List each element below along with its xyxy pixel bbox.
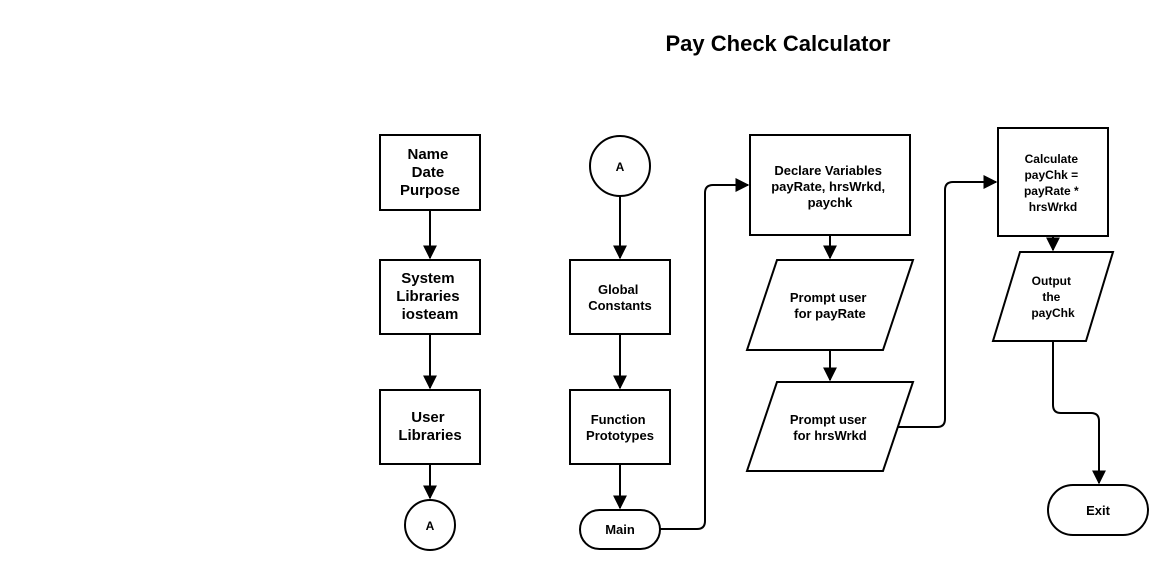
user-libraries-node: User Libraries <box>379 389 481 465</box>
user-libraries-line-2: Libraries <box>398 427 461 444</box>
svg-text:Calculate payChk =: Calculate payChk = payRate * hrsWrkd <box>1024 152 1082 214</box>
svg-text:Global Constants: Global Constants <box>588 282 652 313</box>
calculate-line-2: payChk = <box>1024 168 1078 182</box>
edge-hrswrkd-to-calculate <box>898 175 998 428</box>
system-libraries-line-1: System <box>401 270 454 287</box>
svg-text:Declare Variables payRat: Declare Variables payRate, hrsWrkd, payc… <box>771 163 889 210</box>
prompt-hrswrkd-node: Prompt user for hrsWrkd <box>745 381 915 472</box>
prompt-payrate-line-1: Prompt user <box>790 290 867 305</box>
calculate-line-3: payRate * <box>1024 184 1079 198</box>
output-line-3: payChk <box>1031 306 1075 320</box>
function-prototypes-line-2: Prototypes <box>586 428 654 443</box>
exit-terminal: Exit <box>1047 484 1149 536</box>
system-libraries-node: System Libraries iosteam <box>379 259 481 335</box>
main-terminal: Main <box>579 509 661 550</box>
global-constants-line-2: Constants <box>588 298 652 313</box>
function-prototypes-node: Function Prototypes <box>569 389 671 465</box>
svg-text:User Libraries: User Libraries <box>398 409 461 444</box>
function-prototypes-line-1: Function <box>591 412 646 427</box>
prompt-payrate-node: Prompt user for payRate <box>745 259 915 351</box>
svg-text:Prompt user for payRate: Prompt user for payRate <box>790 290 870 321</box>
prompt-hrswrkd-line-2: for hrsWrkd <box>793 428 866 443</box>
svg-text:System Libraries i: System Libraries iosteam <box>396 270 464 323</box>
system-libraries-line-2: Libraries <box>396 288 459 305</box>
edge-output-to-exit <box>1052 341 1106 485</box>
svg-text:Prompt user for hrsWrkd: Prompt user for hrsWrkd <box>790 412 870 443</box>
output-node: Output the payChk <box>991 251 1115 342</box>
declare-variables-line-3: paychk <box>808 195 854 210</box>
system-libraries-line-3: iosteam <box>402 306 459 323</box>
calculate-line-4: hrsWrkd <box>1029 200 1077 214</box>
header-line-date: Date <box>412 164 445 181</box>
global-constants-line-1: Global <box>598 282 638 297</box>
diagram-title: Pay Check Calculator <box>666 31 891 56</box>
connector-a-out: A <box>404 499 456 551</box>
prompt-payrate-line-2: for payRate <box>794 306 866 321</box>
connector-a-in: A <box>589 135 651 197</box>
exit-label: Exit <box>1086 503 1111 518</box>
main-label: Main <box>605 522 635 537</box>
connector-a-out-label: A <box>426 519 435 533</box>
connector-a-in-label: A <box>616 160 625 174</box>
output-line-2: the <box>1042 290 1060 304</box>
svg-text:Output the payChk: Output the payChk <box>1031 274 1075 320</box>
edge-main-to-declare <box>660 178 750 530</box>
declare-variables-line-2: payRate, hrsWrkd, <box>771 179 885 194</box>
calculate-node: Calculate payChk = payRate * hrsWrkd <box>997 127 1109 237</box>
svg-text:Name Date Purpose: Name Date Purpose <box>400 146 460 199</box>
prompt-hrswrkd-line-1: Prompt user <box>790 412 867 427</box>
user-libraries-line-1: User <box>411 409 445 426</box>
calculate-line-1: Calculate <box>1025 152 1079 166</box>
output-line-1: Output <box>1032 274 1071 288</box>
declare-variables-line-1: Declare Variables <box>774 163 882 178</box>
global-constants-node: Global Constants <box>569 259 671 335</box>
header-line-name: Name <box>407 146 448 163</box>
header-line-purpose: Purpose <box>400 182 460 199</box>
svg-text:Function Prototypes: Function Prototypes <box>586 412 654 443</box>
header-node: Name Date Purpose <box>379 134 481 211</box>
declare-variables-node: Declare Variables payRate, hrsWrkd, payc… <box>749 134 911 236</box>
